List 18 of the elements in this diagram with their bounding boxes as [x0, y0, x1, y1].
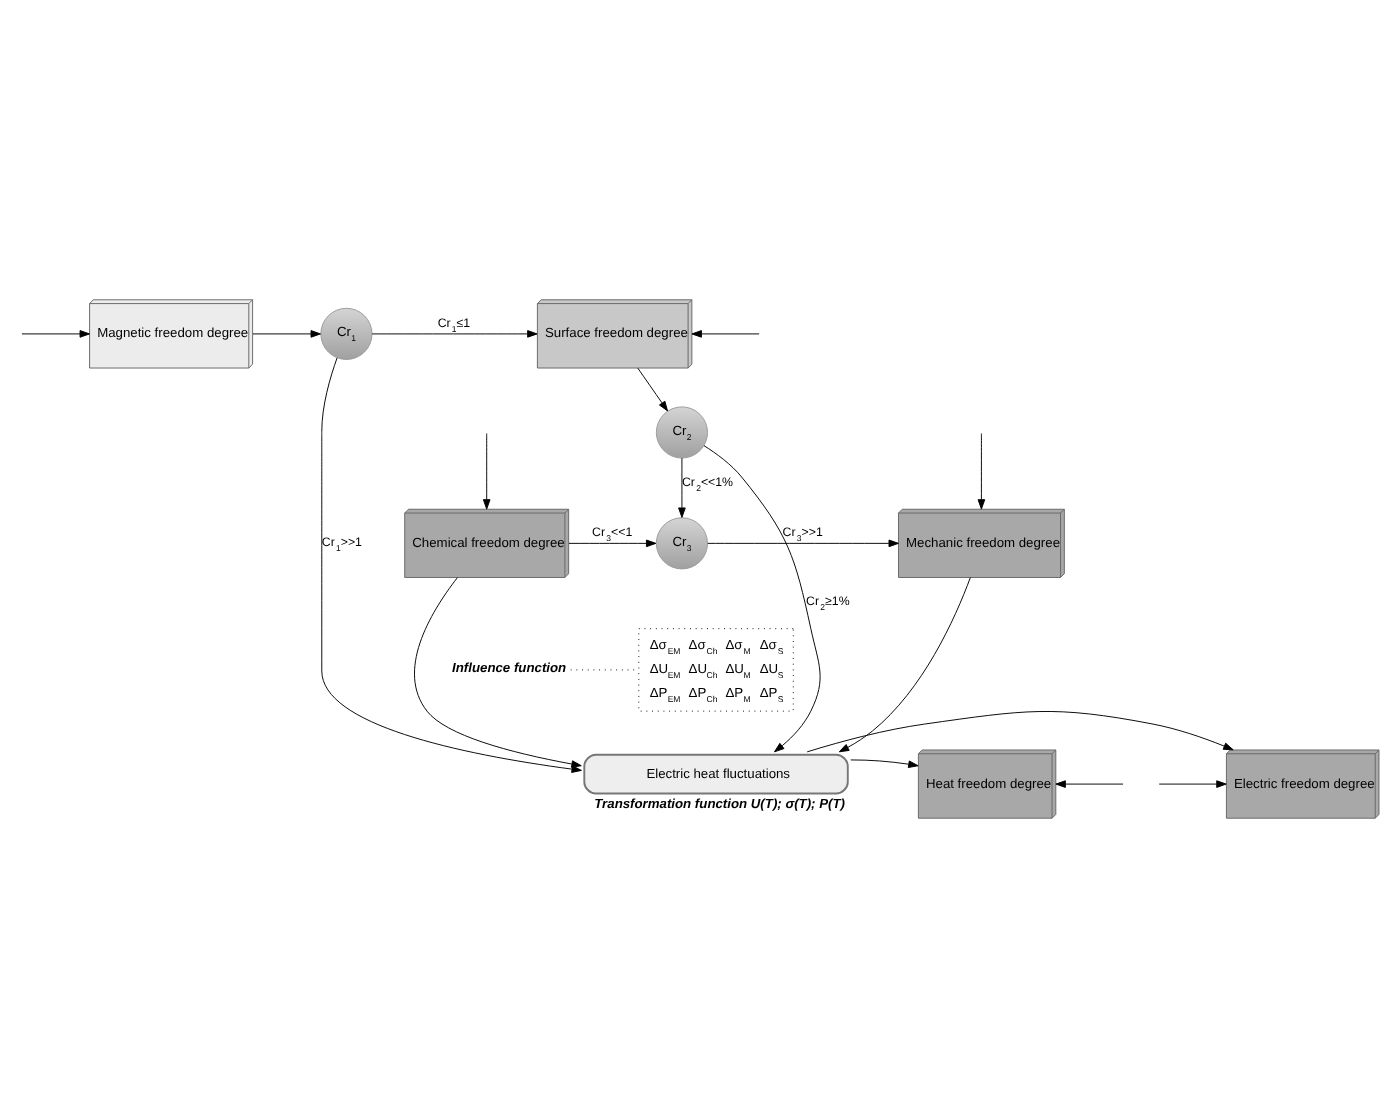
arrow [482, 433, 491, 510]
arrow [707, 539, 899, 548]
arrow [806, 711, 1234, 753]
arrow [371, 330, 538, 338]
arrow [977, 433, 986, 510]
arrow [850, 759, 919, 768]
arrow [414, 577, 582, 768]
arrow [568, 539, 657, 548]
arrow [703, 445, 821, 753]
arrow [691, 330, 760, 338]
arrow [321, 357, 582, 773]
arrow [678, 457, 686, 518]
arrow [252, 330, 321, 338]
arrow [21, 330, 90, 338]
arrow [1055, 780, 1124, 788]
arrow [1158, 780, 1227, 788]
arrow [637, 367, 669, 412]
arrow [838, 577, 971, 753]
